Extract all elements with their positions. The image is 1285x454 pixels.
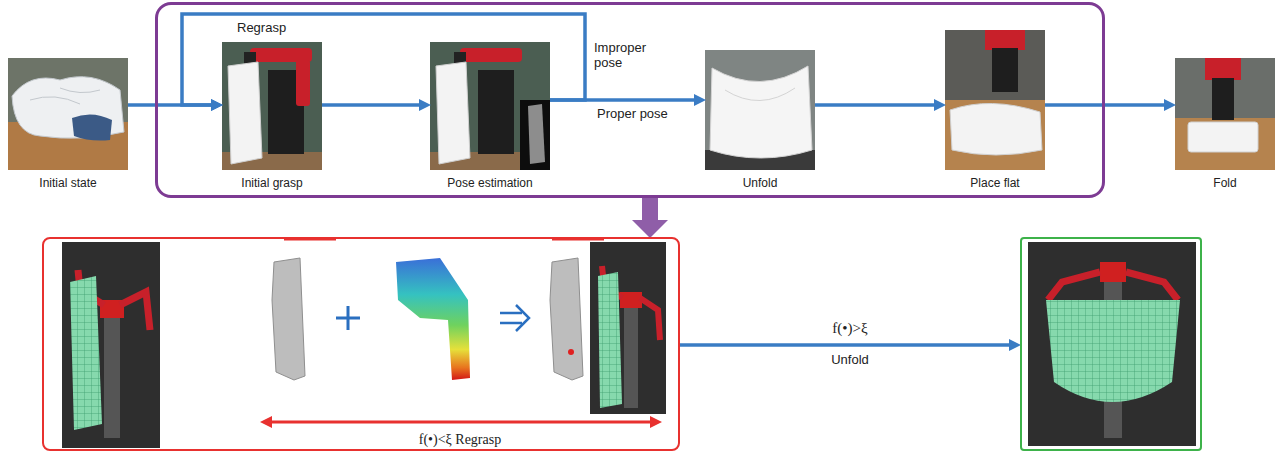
edge-label: Proper pose [596,106,669,121]
simulation-right [590,242,666,414]
unfold-panel [1020,237,1202,451]
step-caption: Pose estimation [447,176,532,190]
flow-arrow [680,343,1009,347]
photo-fold [1175,58,1275,170]
step-caption: f(•)<ξ Regrasp [419,433,501,447]
flow-arrow [550,98,694,102]
cloth-point-cloud [272,258,305,380]
regrasp-loop-arrow [272,421,650,424]
simulation-unfold [1028,242,1196,446]
photo-place-flat [945,30,1045,170]
flow-arrow [642,198,658,220]
step-photo: Fold [1175,58,1275,190]
step-photo: Initial state [8,58,128,190]
step-photo: Unfold [705,50,815,190]
edge-label: f(•)>ξ [831,321,868,336]
regrasp-panel: f(•)<ξ Regrasp [42,237,680,451]
process-group: Initial grasp Pose estimation Unfold Place … [155,2,1105,198]
cloth-result [550,258,583,380]
step-caption: Place flat [970,176,1019,190]
flow-arrow [815,103,934,107]
photo-initial-grasp [222,42,322,170]
annotation-label: Improper pose [593,40,659,70]
implies-arrow [500,305,529,331]
flow-arrow [322,103,419,107]
simulation-left [62,242,160,448]
step-photo: Place flat [945,30,1045,190]
flow-arrow [182,14,585,105]
step-caption: Initial state [39,176,96,190]
photo-pose-estimation [430,42,550,170]
plus-sign [336,306,360,330]
annotation-label: Unfold [830,352,870,367]
step-caption: Fold [1213,176,1236,190]
step-caption: Unfold [743,176,778,190]
cloth-heatmap [396,258,470,380]
step-photo: Pose estimation [430,42,550,190]
step-photo: Initial grasp [222,42,322,190]
step-caption: Initial grasp [241,176,302,190]
photo-initial-state [8,58,128,170]
photo-unfold [705,50,815,170]
edge-label: Regrasp [236,20,287,35]
